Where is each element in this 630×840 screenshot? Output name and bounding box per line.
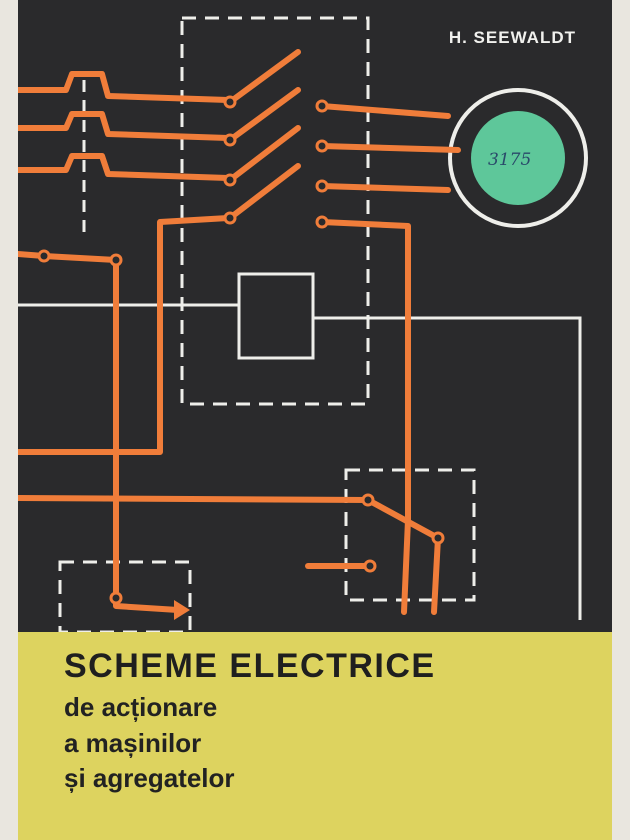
- switch-blade-3: [227, 125, 301, 183]
- contact-dot: [223, 173, 237, 187]
- subtitle-line-1: de acționare: [64, 692, 218, 722]
- relay-blade: [365, 497, 441, 541]
- book-title: SCHEME ELECTRICE: [64, 647, 436, 685]
- subtitle-line-2: a mașinilor: [64, 728, 202, 758]
- contact-dot: [223, 211, 237, 225]
- contact-dot: [223, 133, 237, 147]
- control-line-right: [312, 316, 582, 620]
- contact-dot: [315, 139, 329, 153]
- arrow-head: [174, 600, 190, 620]
- subtitle-line-3: și agregatelor: [64, 763, 235, 793]
- contact-dot: [315, 179, 329, 193]
- phase-wire-1: [18, 71, 231, 103]
- book-cover: 3175: [18, 0, 612, 840]
- switch-blade-1: [227, 49, 301, 105]
- circuit-diagram-illustration: 3175: [18, 16, 588, 634]
- supply-wire-left: [18, 215, 231, 455]
- dashed-contactor-box: [180, 16, 370, 406]
- switch-blade-2: [227, 87, 301, 143]
- contact-dot: [315, 215, 329, 229]
- motor-wire-1: [319, 103, 451, 119]
- contact-dot: [361, 493, 375, 507]
- contact-dot: [431, 531, 445, 545]
- contact-dot: [109, 253, 123, 267]
- motor-wire-2: [319, 143, 461, 153]
- contact-dot: [315, 99, 329, 113]
- supply-wire-vertical: [18, 251, 181, 613]
- auxiliary-wire: [319, 219, 411, 615]
- phase-wire-2: [18, 111, 231, 141]
- dashed-switch-box: [58, 560, 192, 634]
- coil-square: [237, 272, 315, 360]
- phase-wire-3: [18, 153, 231, 181]
- stamp-number: 3175: [488, 150, 531, 170]
- author-name: H. SEEWALDT: [448, 28, 576, 47]
- switch-blade-4: [227, 163, 301, 221]
- contact-dot: [37, 249, 51, 263]
- relay-output-wire: [431, 535, 441, 615]
- motor-stamp: [471, 111, 565, 205]
- relay-feed-wire: [18, 495, 371, 503]
- title-band: SCHEME ELECTRICE de acționare a mașinilo…: [18, 632, 612, 840]
- contact-dot: [363, 559, 377, 573]
- motor-wire-3: [319, 183, 451, 193]
- dashed-relay-box: [344, 468, 476, 602]
- contact-dot: [109, 591, 123, 605]
- contact-dot: [223, 95, 237, 109]
